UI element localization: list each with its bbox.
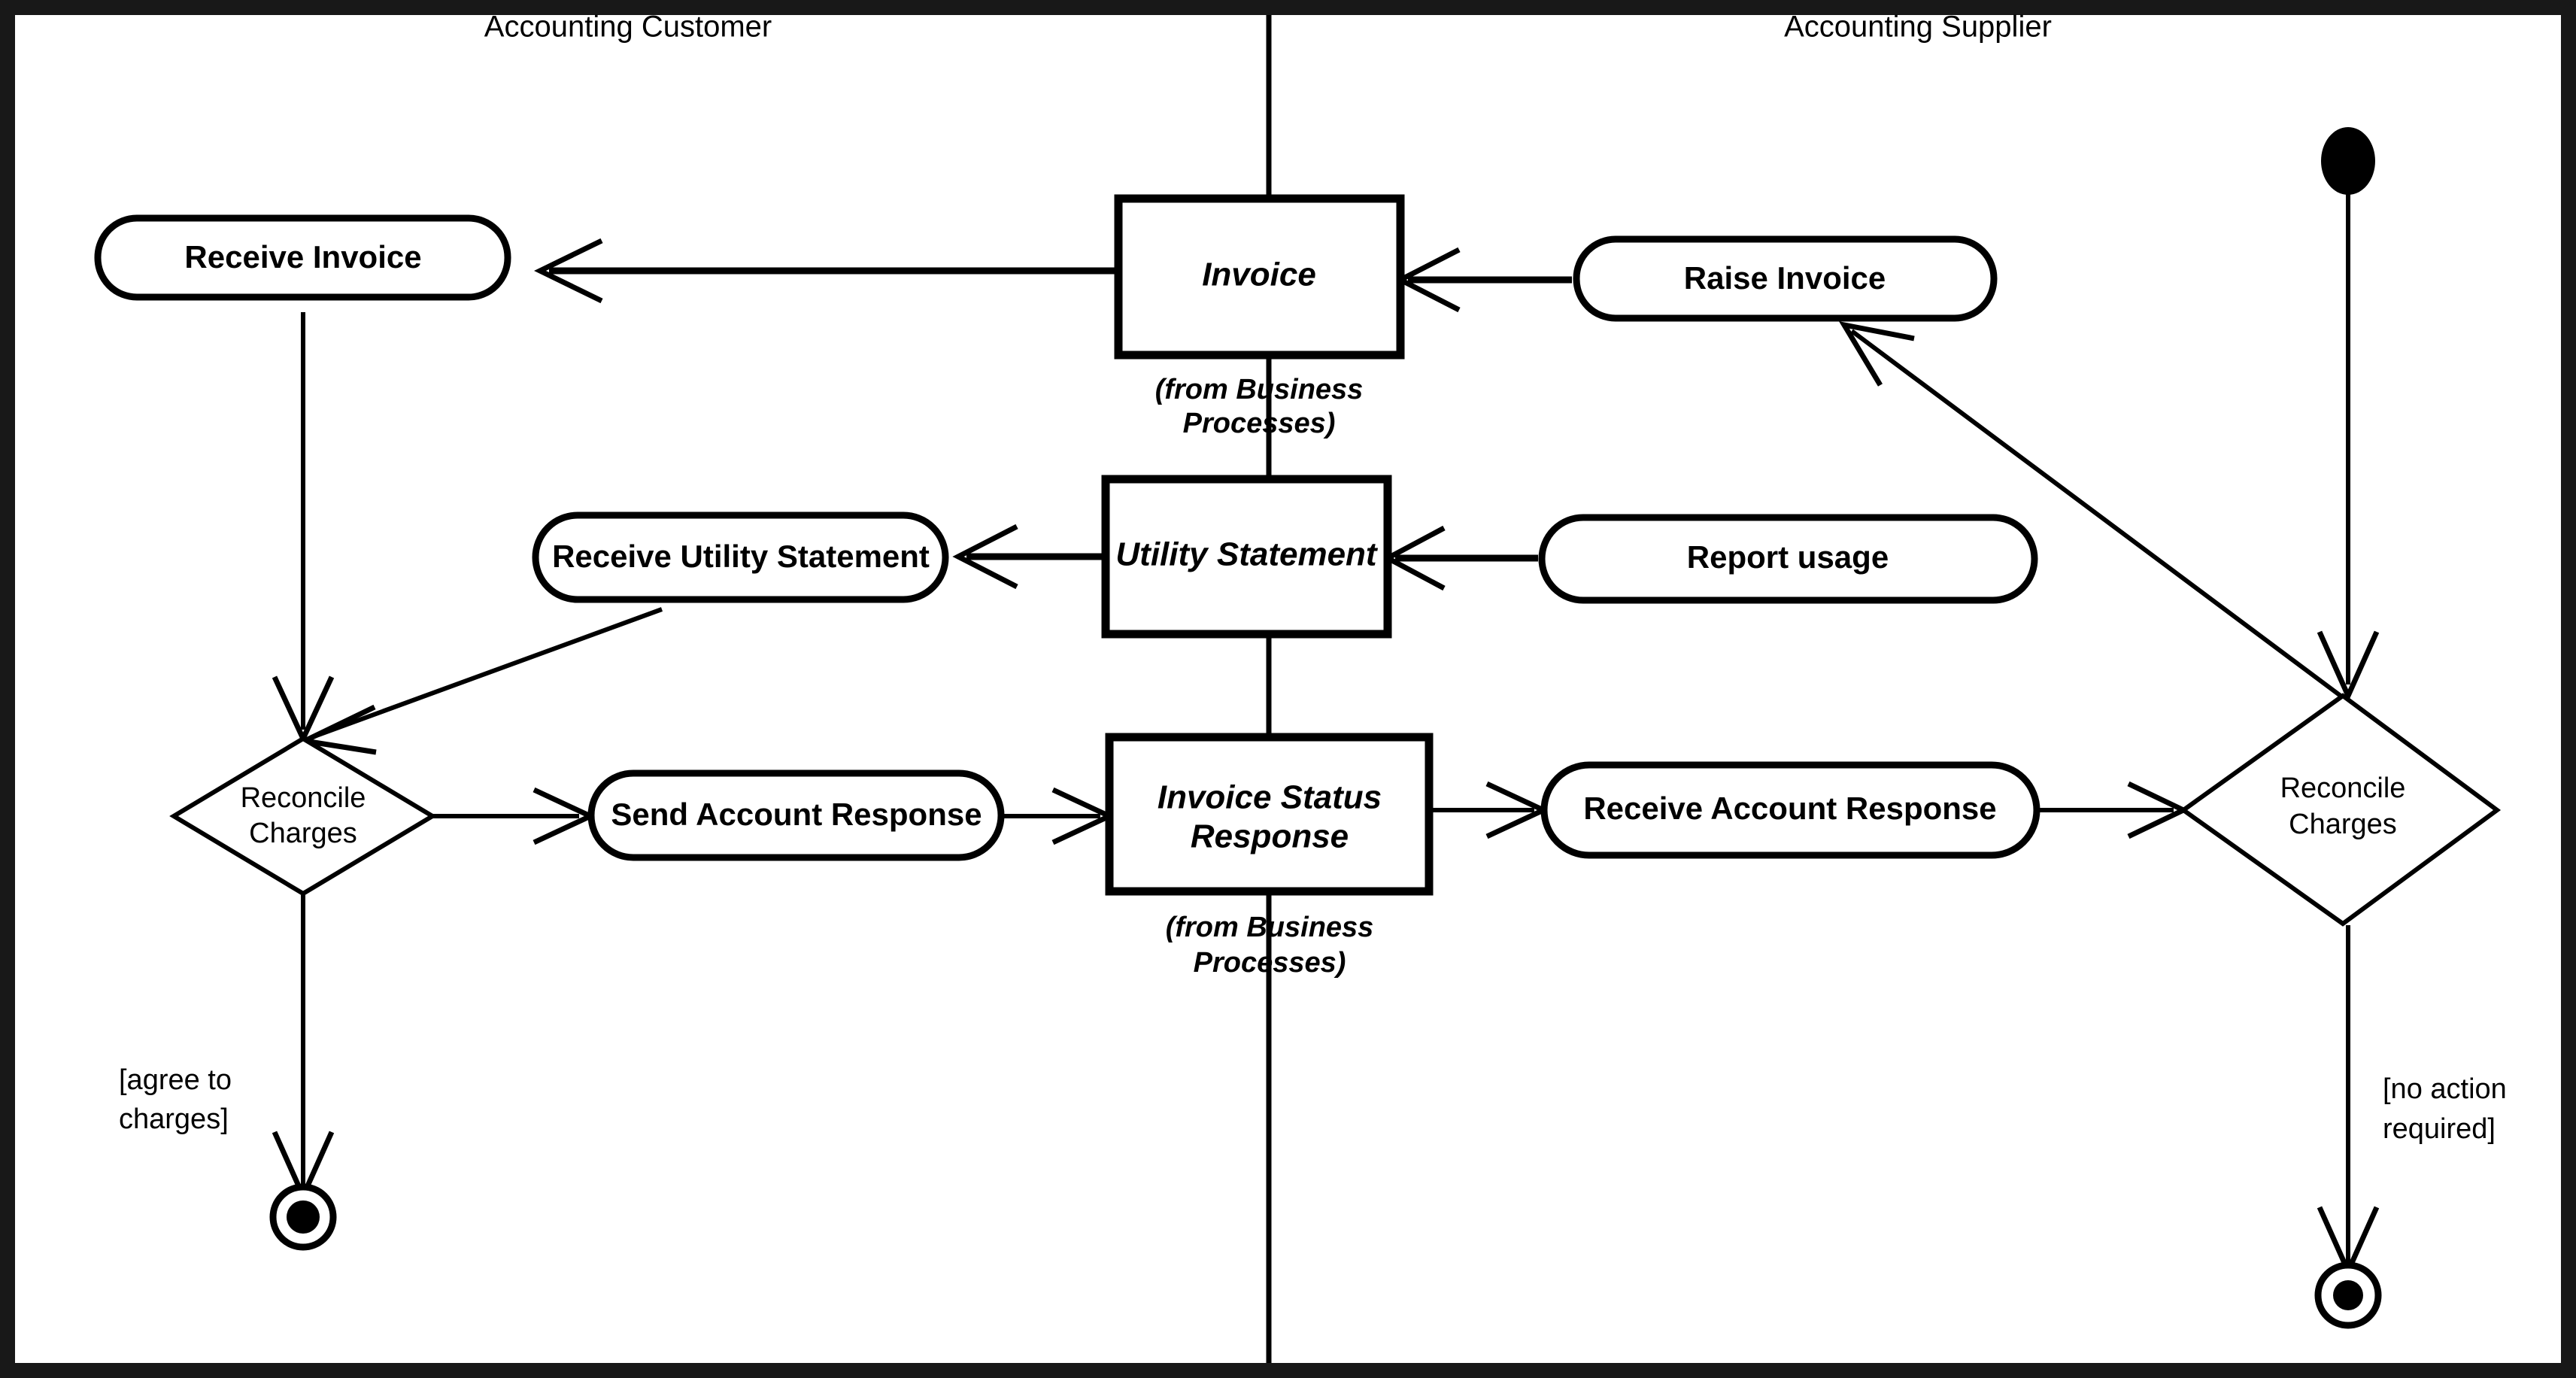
decision-reconcile-charges-customer-line2: Charges (249, 818, 357, 849)
action-receive-invoice[interactable] (94, 214, 511, 301)
action-send-account-response-label[interactable]: Send Account Response (611, 797, 982, 832)
lane-title-supplier: Accounting Supplier (1784, 11, 2052, 44)
lane-title-customer: Accounting Customer (484, 11, 772, 44)
decision-reconcile-charges-supplier-line2: Charges (2289, 809, 2397, 840)
object-invoice-status-response-line2: Response (1191, 818, 1349, 855)
action-receive-utility-statement[interactable] (532, 511, 949, 603)
guard-agree-to-charges-line1: [agree to (119, 1064, 232, 1096)
decision-reconcile-charges-supplier[interactable] (2179, 693, 2502, 927)
action-raise-invoice[interactable] (1573, 235, 1998, 322)
initial-node (2321, 127, 2375, 195)
action-receive-invoice-label: Receive Invoice (184, 239, 421, 275)
object-invoice-status-response-sub-line1: (from Business (1166, 912, 1374, 943)
action-receive-utility-statement-label: Receive Utility Statement (552, 539, 930, 574)
action-raise-invoice-label: Raise Invoice (1684, 260, 1886, 296)
action-report-usage[interactable] (1538, 514, 2038, 604)
arrowhead-receive-invoice (534, 238, 603, 304)
arrowhead-receive-utility-statement (952, 524, 1018, 590)
flow-receive-utility-to-reconcile (311, 607, 663, 739)
decision-reconcile-charges-supplier-line1: Reconcile (2280, 772, 2406, 804)
guard-no-action-required-line2: required] (2383, 1113, 2496, 1145)
action-receive-account-response[interactable] (1540, 761, 2040, 859)
object-invoice-sub-line2: Processes) (1183, 408, 1336, 439)
object-invoice-status-response-line1: Invoice Status (1158, 779, 1382, 816)
final-node-supplier-dot (2333, 1280, 2363, 1310)
final-node-customer-dot (287, 1200, 320, 1234)
decision-reconcile-charges-customer-line1: Reconcile (241, 782, 366, 814)
arrowhead-raise-invoice (1838, 321, 1915, 387)
arrowhead-reconcile-supplier-top (2317, 630, 2380, 703)
action-send-account-response[interactable] (587, 769, 1005, 861)
object-invoice-status-response[interactable] (1105, 733, 1434, 896)
flow-reconcile-supplier-to-raise-invoice (1850, 329, 2342, 698)
object-invoice-status-response-sub-line2: Processes) (1194, 947, 1346, 979)
object-utility-statement-label: Utility Statement (1115, 536, 1379, 573)
decision-reconcile-charges-customer[interactable] (169, 736, 437, 897)
object-invoice-label: Invoice (1202, 256, 1316, 293)
action-report-usage-label: Report usage (1687, 539, 1889, 575)
guard-agree-to-charges-line2: charges] (119, 1103, 229, 1135)
object-invoice[interactable] (1114, 194, 1405, 360)
guard-no-action-required-line1: [no action (2383, 1073, 2507, 1105)
object-invoice-sub-line1: (from Business (1155, 374, 1364, 405)
action-receive-account-response-label: Receive Account Response (1583, 791, 1996, 826)
object-utility-statement[interactable] (1101, 475, 1392, 639)
